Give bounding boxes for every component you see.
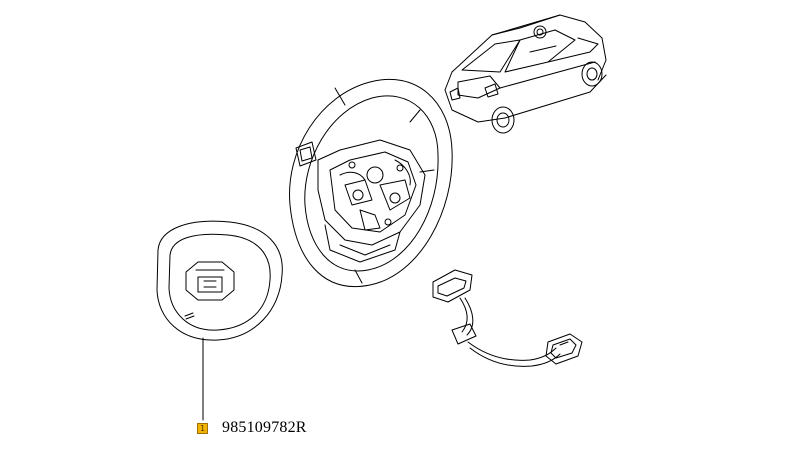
callout-badge: 1: [197, 423, 208, 434]
wiring-harness-illustration: [432, 269, 583, 367]
steering-wheel-illustration: [289, 78, 453, 287]
car-illustration: [444, 14, 607, 134]
airbag-module-illustration: [156, 220, 283, 421]
part-number-label: 985109782R: [222, 419, 307, 436]
